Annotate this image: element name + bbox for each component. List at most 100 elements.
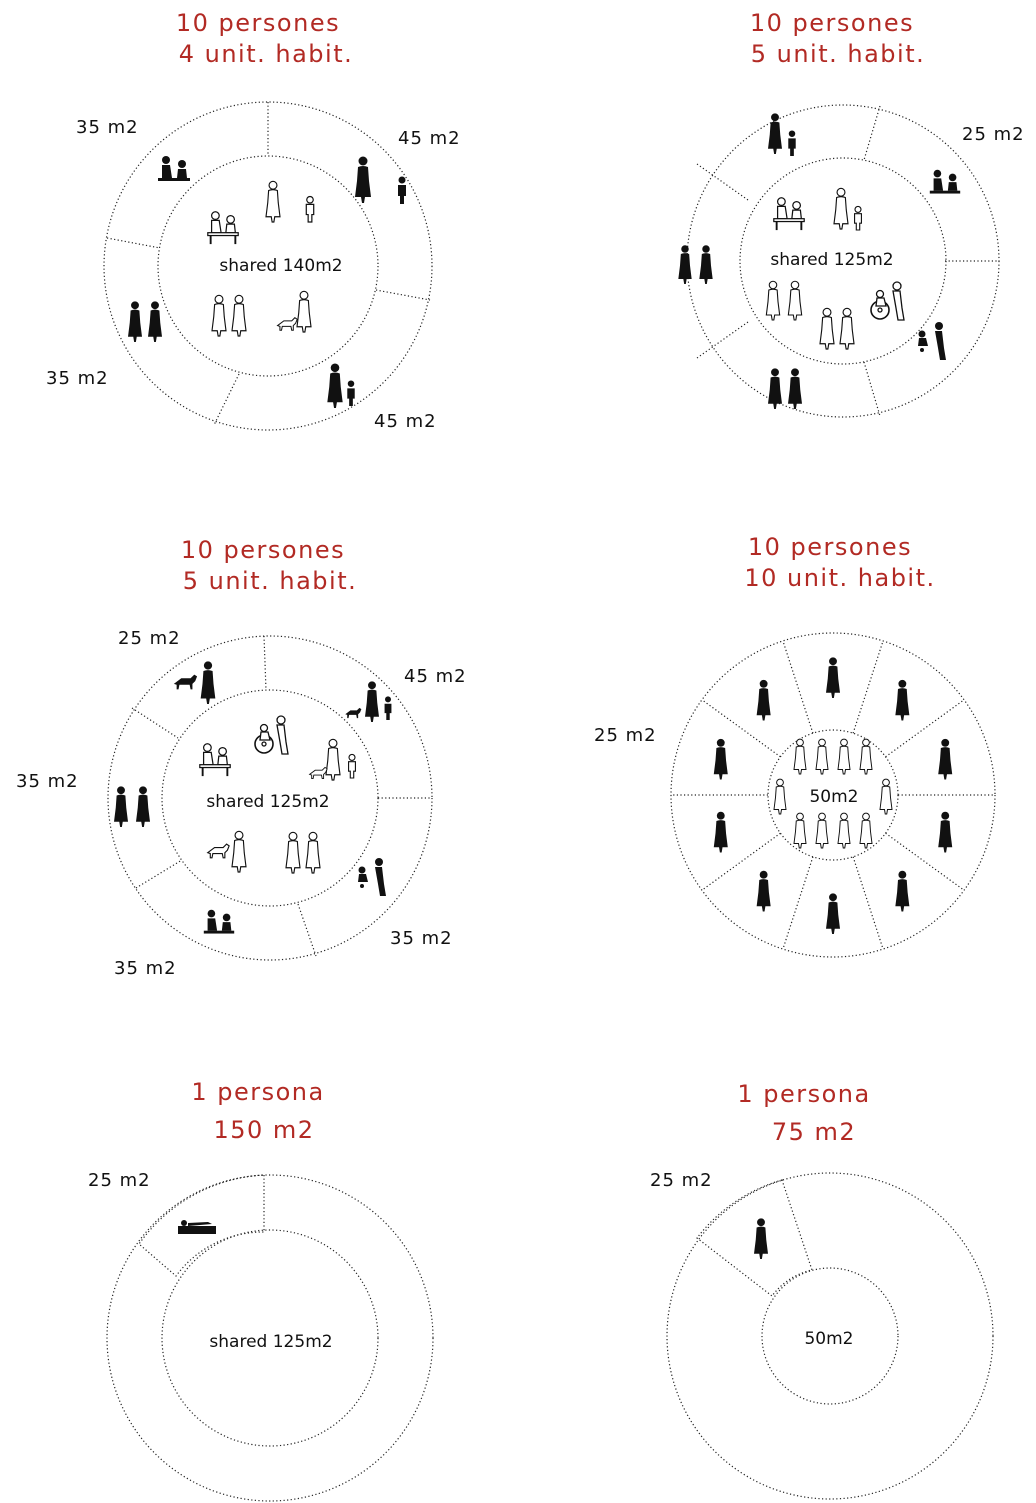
diagram-1: 10 persones 4 unit. habit. 35 m2 45 m2 3… bbox=[46, 9, 461, 432]
child-icon bbox=[347, 753, 357, 779]
private-unit bbox=[696, 1179, 813, 1297]
center-label: 50m2 bbox=[809, 787, 858, 807]
person-silhouette-icon bbox=[699, 245, 713, 284]
diagram-6: 1 persona 75 m2 25 m2 50m2 bbox=[650, 1080, 994, 1500]
unit-label: 45 m2 bbox=[374, 411, 437, 432]
unit-label: 25 m2 bbox=[650, 1170, 713, 1191]
outer-ring bbox=[670, 632, 996, 958]
table-icon bbox=[772, 196, 806, 232]
person-silhouette-icon bbox=[231, 830, 247, 873]
person-silhouette-icon bbox=[211, 294, 227, 337]
child-icon bbox=[384, 696, 392, 720]
diagram-3: 10 persones 5 unit. habit. 25 m2 45 m2 3… bbox=[16, 536, 467, 979]
bed-icon bbox=[178, 1220, 216, 1234]
unit-label: 35 m2 bbox=[76, 117, 139, 138]
person-silhouette-icon bbox=[296, 290, 312, 333]
title-line1: 10 persones bbox=[748, 533, 912, 561]
person-silhouette-icon bbox=[815, 812, 829, 849]
person-silhouette-icon bbox=[819, 307, 835, 350]
table-icon bbox=[206, 210, 240, 246]
unit-label: 25 m2 bbox=[962, 124, 1025, 145]
child-icon bbox=[305, 195, 315, 223]
person-silhouette-icon bbox=[788, 368, 802, 409]
unit-label: 35 m2 bbox=[46, 368, 109, 389]
unit-label: 35 m2 bbox=[390, 928, 453, 949]
person-silhouette-icon bbox=[231, 294, 247, 337]
person-silhouette-icon bbox=[826, 657, 840, 698]
dog-icon bbox=[345, 707, 362, 719]
title-line2: 150 m2 bbox=[213, 1116, 314, 1144]
unit-label: 35 m2 bbox=[16, 771, 79, 792]
dog-icon bbox=[277, 317, 298, 331]
person-silhouette-icon bbox=[895, 679, 910, 721]
unit-label: 45 m2 bbox=[398, 128, 461, 149]
title-line1: 1 persona bbox=[191, 1078, 324, 1106]
person-silhouette-icon bbox=[837, 812, 851, 849]
unit-label: 45 m2 bbox=[404, 666, 467, 687]
person-silhouette-icon bbox=[305, 831, 321, 874]
private-unit bbox=[138, 1174, 265, 1277]
person-silhouette-icon bbox=[765, 280, 781, 321]
title-line2: 10 unit. habit. bbox=[744, 564, 935, 592]
title-line2: 5 unit. habit. bbox=[183, 567, 358, 595]
person-silhouette-icon bbox=[754, 1218, 768, 1259]
unit-divider bbox=[885, 832, 965, 891]
unit-label: 35 m2 bbox=[114, 958, 177, 979]
child-icon bbox=[398, 176, 406, 204]
person-silhouette-icon bbox=[787, 280, 803, 321]
table-icon bbox=[158, 156, 190, 190]
person-silhouette-icon bbox=[793, 738, 807, 775]
shared-area bbox=[761, 1267, 899, 1405]
center-label: shared 125m2 bbox=[206, 792, 329, 812]
title-line1: 1 persona bbox=[737, 1080, 870, 1108]
person-silhouette-icon bbox=[895, 870, 910, 912]
unit-dividers bbox=[106, 102, 431, 426]
outer-ring bbox=[107, 635, 433, 961]
person-silhouette-icon bbox=[768, 368, 782, 409]
person-silhouette-icon bbox=[713, 811, 728, 853]
unit-label: 25 m2 bbox=[88, 1170, 151, 1191]
person-silhouette-icon bbox=[826, 893, 840, 934]
wheelchair-icon bbox=[913, 322, 946, 360]
wheelchair-icon bbox=[353, 858, 386, 896]
person-silhouette-icon bbox=[815, 738, 829, 775]
person-silhouette-icon bbox=[128, 301, 142, 342]
person-silhouette-icon bbox=[325, 738, 341, 781]
unit-label: 25 m2 bbox=[118, 628, 181, 649]
title-line1: 10 persones bbox=[176, 9, 340, 37]
person-silhouette-icon bbox=[837, 738, 851, 775]
person-silhouette-icon bbox=[938, 738, 953, 780]
dog-icon bbox=[173, 674, 198, 690]
title-line2: 4 unit. habit. bbox=[179, 40, 354, 68]
unit-divider bbox=[782, 856, 814, 950]
person-silhouette-icon bbox=[678, 245, 692, 284]
unit-divider bbox=[782, 640, 814, 734]
diagram-5: 1 persona 150 m2 25 m2 shared 125m2 bbox=[88, 1078, 434, 1502]
title-line1: 10 persones bbox=[181, 536, 345, 564]
table-icon bbox=[198, 742, 232, 778]
center-label: shared 125m2 bbox=[209, 1332, 332, 1352]
person-silhouette-icon bbox=[200, 661, 216, 704]
unit-dividers bbox=[696, 105, 999, 417]
person-silhouette-icon bbox=[859, 738, 873, 775]
person-silhouette-icon bbox=[136, 786, 150, 827]
center-label: shared 125m2 bbox=[770, 250, 893, 270]
outer-ring bbox=[666, 1172, 994, 1500]
person-silhouette-icon bbox=[756, 679, 771, 721]
table-icon bbox=[929, 169, 961, 203]
person-silhouette-icon bbox=[265, 180, 281, 223]
title-line1: 10 persones bbox=[750, 9, 914, 37]
person-silhouette-icon bbox=[773, 778, 787, 815]
outer-ring bbox=[103, 101, 433, 431]
person-silhouette-icon bbox=[114, 786, 128, 827]
center-label: 50m2 bbox=[804, 1329, 853, 1349]
unit-label: 25 m2 bbox=[594, 725, 657, 746]
person-silhouette-icon bbox=[938, 811, 953, 853]
diagram-2: 10 persones 5 unit. habit. 25 m2 shared … bbox=[678, 9, 1025, 418]
outer-ring bbox=[106, 1174, 434, 1502]
person-silhouette-icon bbox=[365, 681, 379, 722]
title-line2: 75 m2 bbox=[772, 1118, 856, 1146]
shared-area bbox=[157, 155, 379, 377]
shared-area bbox=[161, 1229, 379, 1447]
